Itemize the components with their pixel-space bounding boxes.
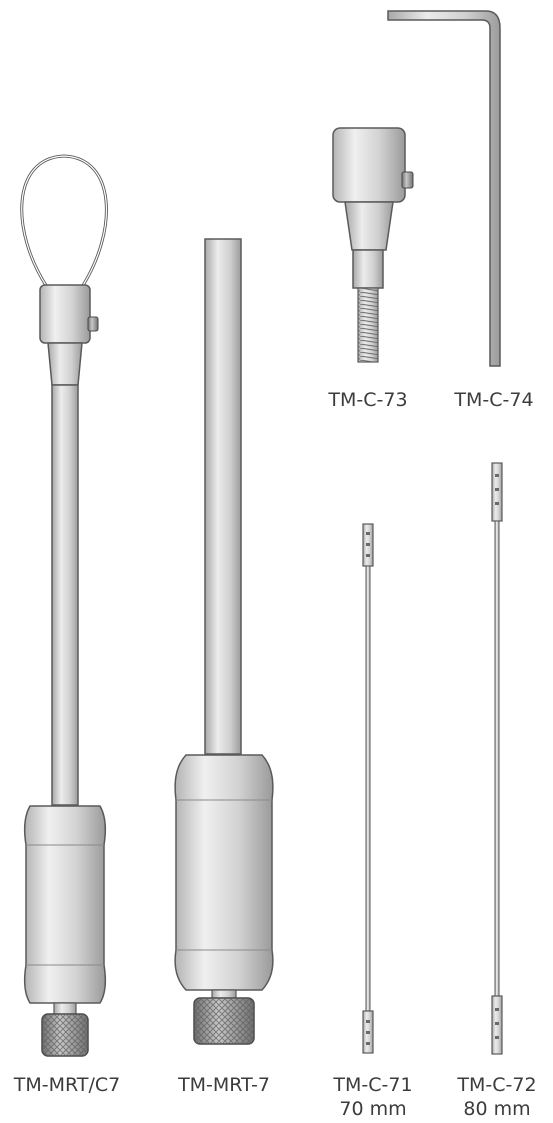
hex-key	[387, 10, 501, 367]
label-tm-c-74: TM-C-74	[454, 389, 534, 411]
thin-rod	[365, 565, 371, 1012]
label-tm-c-72: TM-C-72	[457, 1074, 537, 1096]
part-tm-c-71	[362, 523, 374, 1054]
probe-tm-mrt-c7	[20, 154, 108, 1057]
thin-rod	[494, 520, 500, 997]
label-tm-mrt-c7: TM-MRT/C7	[13, 1074, 121, 1096]
clamp-block	[332, 127, 406, 203]
label-tm-c-71-length: 70 mm	[339, 1098, 407, 1120]
wire-loop	[20, 154, 108, 288]
label-tm-c-71: TM-C-71	[333, 1074, 413, 1096]
part-tm-c-74	[387, 10, 501, 367]
part-tm-c-72	[491, 462, 503, 1055]
handle	[174, 754, 274, 991]
rod-tip-top	[491, 462, 503, 522]
handle	[23, 805, 107, 1004]
rod	[204, 238, 242, 755]
rod	[51, 384, 79, 806]
label-tm-c-72-length: 80 mm	[463, 1098, 531, 1120]
part-tm-c-73	[332, 127, 414, 363]
label-tm-mrt-7: TM-MRT-7	[178, 1074, 270, 1096]
set-screw	[401, 171, 414, 189]
label-tm-c-73: TM-C-73	[328, 389, 408, 411]
clamp-block	[39, 284, 91, 344]
probe-tm-mrt-7	[174, 238, 274, 1045]
set-screw	[87, 316, 99, 332]
